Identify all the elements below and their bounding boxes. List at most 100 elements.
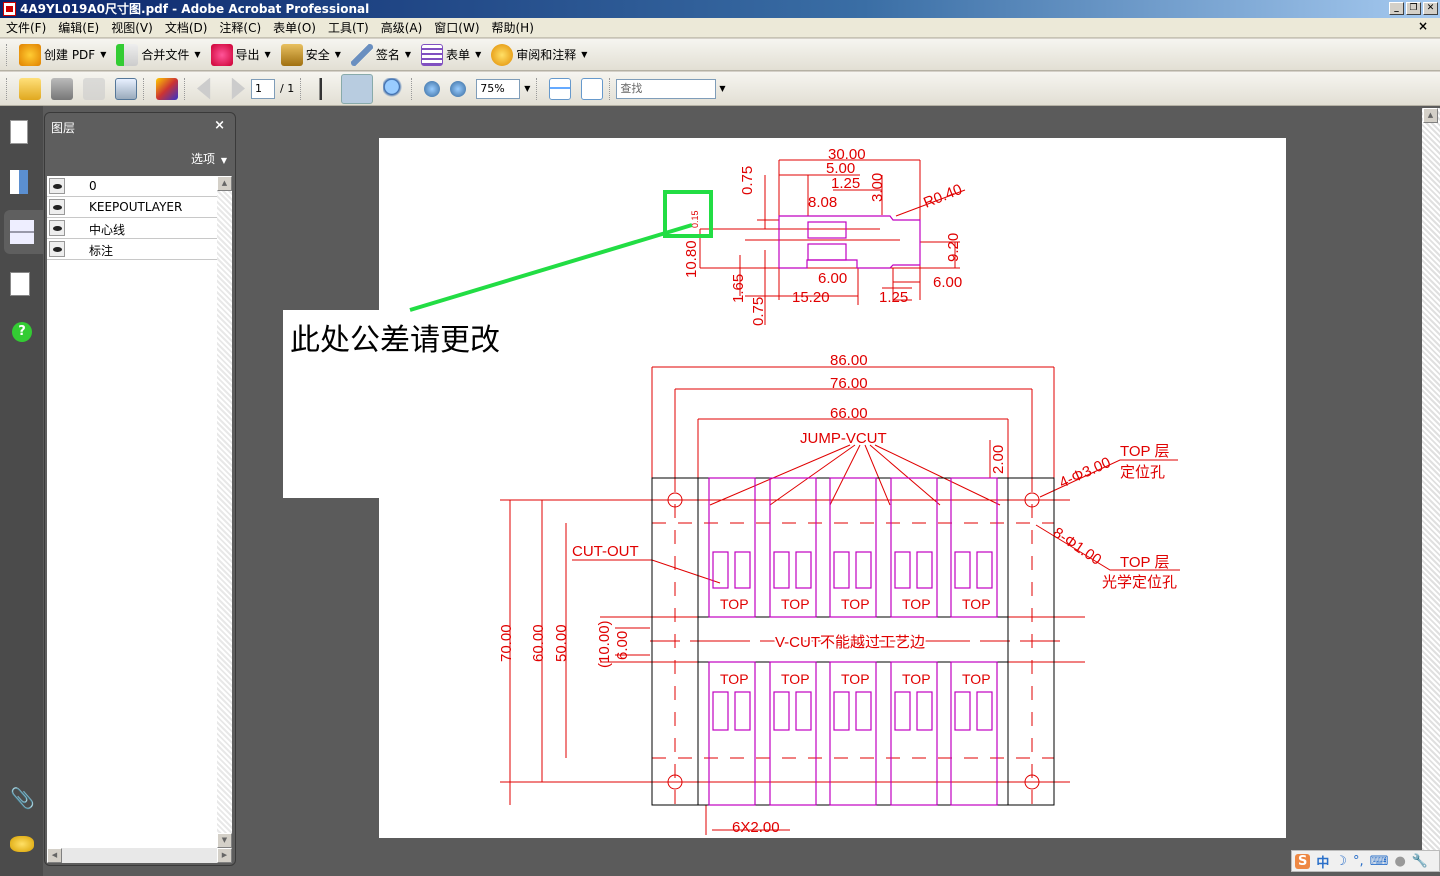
fit-width-icon[interactable] [549,77,572,100]
restore-button[interactable]: ❐ [1406,2,1421,15]
scroll-up-button[interactable]: ▲ [217,176,232,191]
toolbar-grip[interactable] [6,43,9,66]
comments-icon[interactable] [10,836,34,852]
close-window-button[interactable]: ✕ [1423,2,1438,15]
menu-file[interactable]: 文件(F) [6,21,47,35]
zoom-dropdown-icon[interactable]: ▼ [524,84,531,93]
menu-window[interactable]: 窗口(W) [434,21,480,35]
help-icon[interactable]: ? [12,322,32,342]
dim-66: 66.00 [830,405,868,422]
sogou-icon[interactable]: S [1295,853,1311,869]
cutout-slot [916,551,933,589]
layer-row[interactable]: 0 [47,176,217,197]
document-scrollbar[interactable]: ▲ [1422,108,1440,850]
eye-icon[interactable] [49,241,65,257]
eye-icon[interactable] [49,220,65,236]
comment-popup[interactable] [283,310,383,498]
minimize-button[interactable]: _ [1389,2,1404,15]
lock-icon [280,43,303,66]
menu-comments[interactable]: 注释(C) [219,21,262,35]
chinese-mode-icon[interactable]: 中 [1316,855,1330,871]
cutout-slot [833,551,850,589]
window-title: 4A9YL019A0尺寸图.pdf - Adobe Acrobat Profes… [20,2,370,16]
menu-tools[interactable]: 工具(T) [327,21,369,35]
menu-edit[interactable]: 编辑(E) [58,21,100,35]
close-panel-icon[interactable]: × [214,118,225,133]
open-folder-icon[interactable] [19,77,41,100]
dim-30: 30.00 [828,146,866,163]
layer-list-scrollbar[interactable]: ▲ ▼ [217,176,232,848]
layer-row[interactable]: 中心线 [47,218,217,239]
secure-button[interactable]: 安全▼ [280,43,341,66]
menu-document[interactable]: 文档(D) [164,21,208,35]
menu-help[interactable]: 帮助(H) [491,21,534,35]
layer-row[interactable]: 标注 [47,239,217,260]
cutout-slot [795,691,812,731]
cutout-slot [976,691,993,731]
file-toolbar: 1 / 1 75% ▼ 查找 ▼ [0,72,1440,106]
scroll-up-button[interactable]: ▲ [1423,108,1438,123]
eye-icon[interactable] [49,199,65,215]
top-label: TOP [841,671,870,687]
search-dropdown-icon[interactable]: ▼ [719,84,726,93]
pages-icon[interactable] [10,120,28,144]
moon-icon[interactable]: ☽ [1335,853,1348,869]
email-icon[interactable] [115,77,137,100]
fit-page-icon[interactable] [581,77,604,100]
create-pdf-button[interactable]: 创建 PDF▼ [19,43,106,66]
scroll-down-button[interactable]: ▼ [217,833,232,848]
ime-toolbar: S 中 ☽ °, ⌨ ● 🔧 [1291,850,1440,872]
dim-76: 76.00 [830,375,868,392]
top-label: TOP [962,596,991,612]
acrobat-app-icon [3,2,16,16]
zoom-tool-icon[interactable] [383,77,406,100]
layers-panel-title: 图层 [51,121,76,135]
layer-row[interactable]: KEEPOUTLAYER [47,197,217,218]
dim-50: 50.00 [553,624,570,662]
page-number-input[interactable]: 1 [251,78,275,99]
color-icon[interactable] [156,77,178,100]
cutout-slot [734,551,751,589]
eye-icon[interactable] [49,178,65,194]
wrench-icon[interactable]: 🔧 [1411,853,1428,869]
scroll-right-button[interactable]: ▶ [217,848,232,863]
scroll-left-button[interactable]: ◀ [47,848,62,863]
forms-button[interactable]: 表单▼ [421,43,481,66]
select-text-icon[interactable] [313,77,336,100]
dim-86: 86.00 [830,352,868,369]
layers-icon[interactable] [10,220,34,244]
pitch-label: 6X2.00 [732,819,780,836]
zoom-level-input[interactable]: 75% [476,78,521,99]
sign-button[interactable]: 签名▼ [350,43,411,66]
print-icon[interactable] [51,77,73,100]
cutout-slot [773,691,790,731]
combine-files-button[interactable]: 合并文件▼ [116,43,201,66]
search-input[interactable]: 查找 [616,78,717,99]
keyboard-icon[interactable]: ⌨ [1369,853,1389,869]
signatures-icon[interactable] [10,272,30,296]
hole-3-label: 4-Φ3.00 [1057,454,1114,492]
hand-tool-icon[interactable] [341,73,374,104]
export-button[interactable]: 导出▼ [210,43,271,66]
attachments-icon[interactable]: 📎 [10,786,35,810]
zoom-out-icon[interactable] [424,80,441,97]
cutout-slot [855,551,872,589]
layer-list-hscrollbar[interactable]: ◀ ▶ [47,848,232,863]
user-icon[interactable]: ● [1394,853,1406,869]
dim-1-65: 1.65 [730,274,747,303]
save-icon[interactable] [83,77,105,100]
menu-advanced[interactable]: 高级(A) [380,21,423,35]
menu-forms[interactable]: 表单(O) [273,21,316,35]
dim-5: 5.00 [826,160,855,177]
close-document-button[interactable]: × [1417,19,1428,33]
zoom-in-icon[interactable] [450,80,467,97]
options-menu[interactable]: 选项 ▼ [191,152,227,166]
cut-out-label: CUT-OUT [572,543,639,560]
toolbar-grip[interactable] [6,77,9,100]
bookmarks-icon[interactable] [10,170,28,194]
punctuation-icon[interactable]: °, [1353,853,1364,869]
menu-view[interactable]: 视图(V) [111,21,153,35]
dim-3: 3.00 [869,173,886,202]
review-comment-button[interactable]: 审阅和注释▼ [491,43,587,66]
